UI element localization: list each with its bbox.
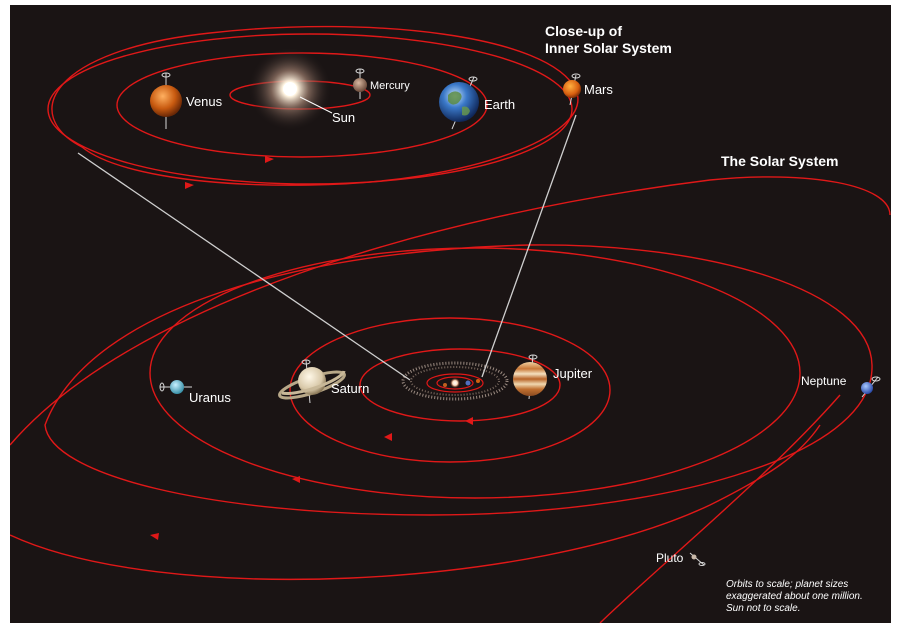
- orbit-neptune: [44, 244, 873, 516]
- jupiter-planet: [513, 354, 547, 400]
- arrow-jupiter-orbit: [465, 417, 473, 425]
- venus-planet: [150, 72, 182, 129]
- outer-orbit-arrows: [150, 417, 473, 540]
- mercury-planet: [353, 68, 367, 99]
- earth-planet: [439, 76, 479, 130]
- orbit-earth: [47, 33, 573, 185]
- mars-planet: [563, 73, 581, 106]
- label-pluto: Pluto: [656, 551, 684, 565]
- label-saturn: Saturn: [331, 381, 369, 396]
- label-sun: Sun: [332, 110, 355, 125]
- outer-orbits: [10, 176, 891, 623]
- label-mars: Mars: [584, 82, 613, 97]
- asteroid-belt: [401, 361, 509, 401]
- orbit-saturn: [289, 317, 611, 463]
- label-neptune: Neptune: [801, 374, 847, 388]
- solar-system-diagram: Close-up of Inner Solar System The Solar…: [10, 5, 891, 623]
- note-line1: Orbits to scale; planet sizes: [726, 579, 848, 590]
- inner-orbit-arrows: [185, 156, 274, 189]
- saturn-planet: [278, 359, 346, 404]
- sun: [248, 47, 333, 131]
- uranus-planet: [159, 380, 192, 394]
- label-jupiter: Jupiter: [553, 366, 593, 381]
- label-uranus: Uranus: [189, 390, 231, 405]
- arrow-mars-orbit: [185, 182, 194, 189]
- orbit-jupiter: [359, 348, 561, 422]
- arrow-neptune-orbit: [150, 533, 159, 540]
- note-line2: exaggerated about one million.: [726, 591, 863, 602]
- label-venus: Venus: [186, 94, 223, 109]
- arrow-venus-orbit: [265, 156, 274, 163]
- connector-right: [481, 114, 577, 378]
- label-mercury: Mercury: [370, 80, 410, 92]
- diagram-canvas: Close-up of Inner Solar System The Solar…: [10, 23, 891, 623]
- arrow-uranus-orbit: [292, 476, 300, 483]
- orbit-uranus: [149, 247, 801, 499]
- orbit-pluto: [10, 176, 891, 623]
- pluto-planet: [689, 552, 706, 566]
- note-line3: Sun not to scale.: [726, 603, 801, 614]
- label-earth: Earth: [484, 97, 515, 112]
- inner-title-line2: Inner Solar System: [545, 40, 672, 56]
- outer-title: The Solar System: [721, 153, 839, 169]
- neptune-planet: [861, 376, 881, 398]
- connector-left: [77, 152, 411, 381]
- connector-lines: [77, 114, 577, 381]
- inner-title-line1: Close-up of: [545, 23, 622, 39]
- arrow-saturn-orbit: [384, 433, 392, 441]
